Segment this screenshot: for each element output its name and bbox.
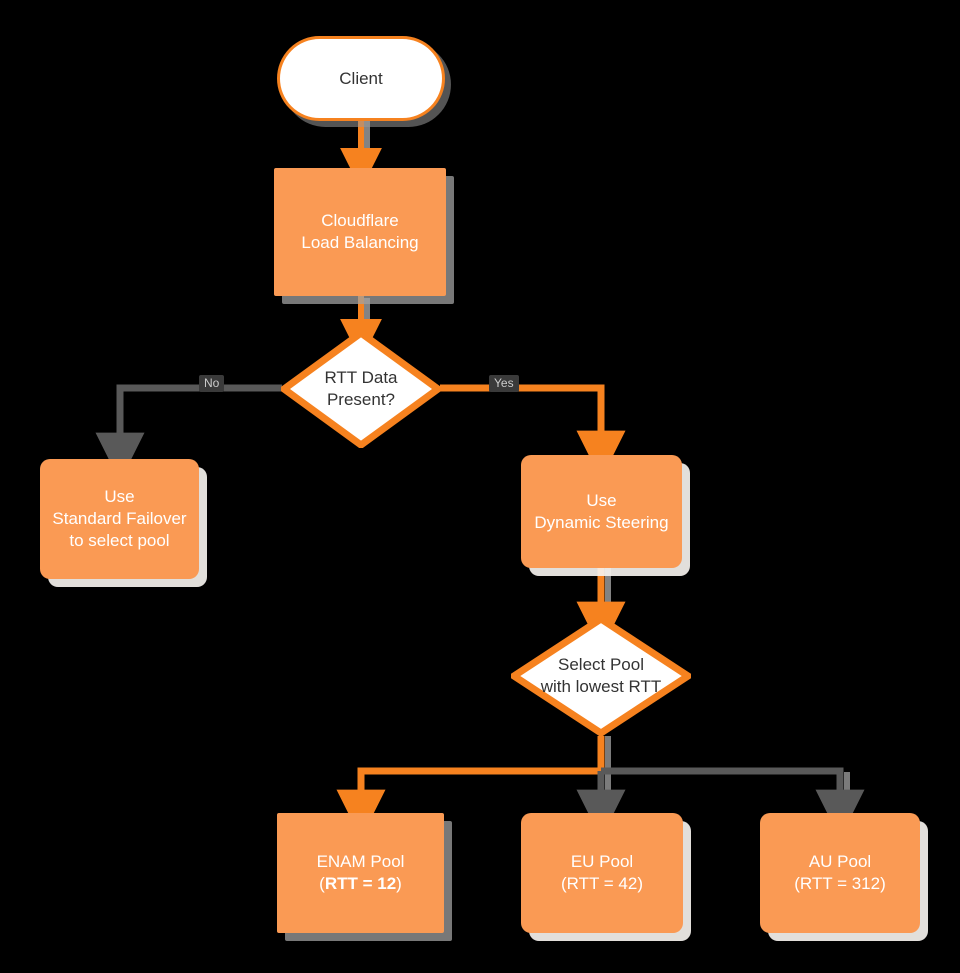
- diamond-shape-select-pool: [511, 616, 691, 736]
- node-enam-pool-line2: (RTT = 12): [319, 873, 402, 895]
- node-eu-pool-line1: EU Pool: [570, 852, 634, 872]
- node-client[interactable]: Client: [277, 36, 445, 121]
- node-au-pool-line2: (RTT = 312): [794, 874, 886, 893]
- edge-selectpool-to-enam: [336, 736, 605, 839]
- node-clb-label-line1: Cloudflare: [321, 211, 399, 231]
- node-au-pool[interactable]: AU Pool (RTT = 312): [760, 813, 920, 933]
- enam-paren-close: ): [396, 874, 402, 893]
- node-standard-failover-line2: Standard Failover: [52, 509, 187, 529]
- node-rtt-data-present-decision[interactable]: RTT Data Present?: [281, 330, 441, 448]
- diamond-shape-rtt: [281, 330, 441, 448]
- node-eu-pool-line2: (RTT = 42): [560, 874, 644, 893]
- node-clb-label-line2: Load Balancing: [301, 233, 419, 252]
- node-enam-pool[interactable]: ENAM Pool (RTT = 12): [277, 813, 444, 933]
- node-dynamic-steering[interactable]: Use Dynamic Steering: [521, 455, 682, 568]
- edge-selectpool-to-au: [601, 767, 865, 839]
- node-rtt-label-line2: Present?: [326, 390, 396, 409]
- enam-paren-open: (: [319, 874, 325, 893]
- node-standard-failover-line1: Use: [104, 487, 135, 507]
- node-enam-pool-line1: ENAM Pool: [316, 852, 405, 872]
- node-cloudflare-load-balancing[interactable]: Cloudflare Load Balancing: [274, 168, 446, 296]
- node-standard-failover-line3: to select pool: [69, 530, 170, 550]
- node-au-pool-line1: AU Pool: [808, 852, 872, 872]
- node-select-pool-decision[interactable]: Select Pool with lowest RTT: [511, 616, 691, 736]
- node-select-pool-line2: with lowest RTT: [540, 677, 662, 696]
- edge-decision-no: [95, 384, 282, 482]
- node-client-label: Client: [339, 68, 383, 88]
- edge-decision-yes: [440, 384, 626, 480]
- node-standard-failover[interactable]: Use Standard Failover to select pool: [40, 459, 199, 579]
- node-dynamic-steering-line2: Dynamic Steering: [534, 512, 669, 532]
- node-select-pool-line1: Select Pool: [558, 655, 644, 675]
- enam-rtt-value: RTT = 12: [324, 874, 397, 893]
- edge-label-no: No: [199, 375, 225, 393]
- node-rtt-label-line1: RTT Data: [324, 368, 398, 388]
- edge-label-yes: Yes: [489, 375, 519, 393]
- node-eu-pool[interactable]: EU Pool (RTT = 42): [521, 813, 683, 933]
- node-dynamic-steering-line1: Use: [586, 490, 617, 510]
